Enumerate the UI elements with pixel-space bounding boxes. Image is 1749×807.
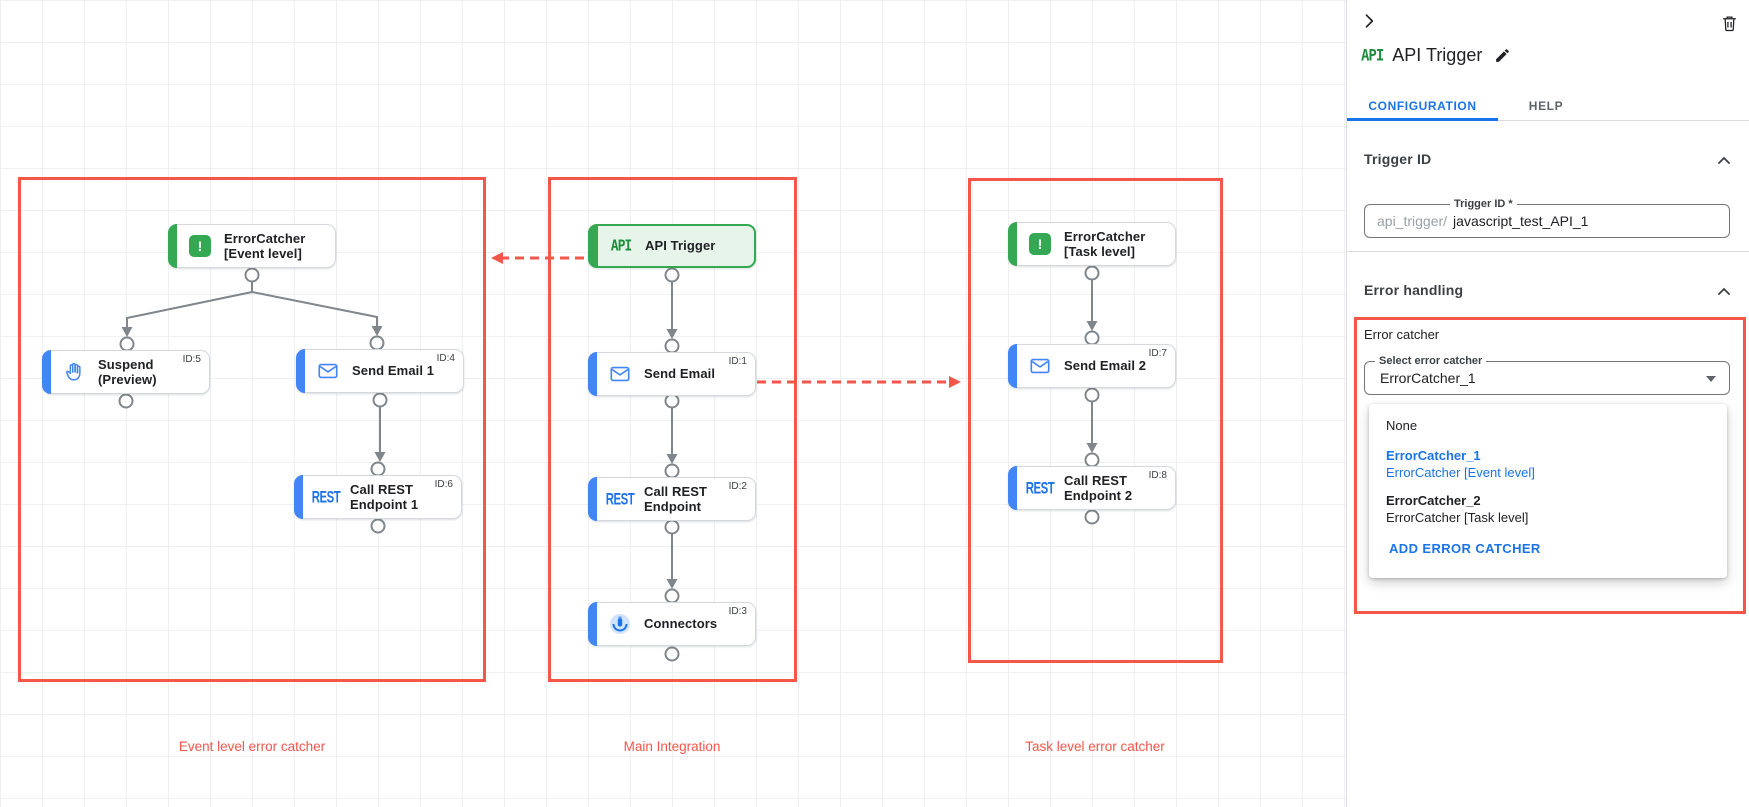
error-catcher-label: Error catcher [1364,327,1440,342]
node-id-badge: ID:4 [436,353,455,364]
node-accent-bar [588,352,597,396]
rest-icon: REST [311,487,341,507]
node-accent-bar [1008,344,1017,388]
task-node-send-email-2[interactable]: Send Email 2 ID:7 [1008,344,1176,388]
node-label: Send Email 1 [352,363,435,379]
connectors-icon [607,612,633,636]
select-error-catcher-label: Select error catcher [1375,355,1487,367]
node-accent-bar [1008,222,1017,266]
node-accent-bar [589,225,598,267]
node-accent-bar [42,350,51,394]
trigger-id-prefix: api_trigger/ [1377,213,1448,229]
tab-help[interactable]: HELP [1528,99,1564,113]
panel-header: API API Trigger [1361,45,1511,66]
collapse-panel-icon[interactable] [1359,11,1379,36]
node-label: ErrorCatcher[Task level] [1064,228,1146,259]
error-catcher-icon: ! [187,235,213,257]
node-accent-bar [588,602,597,646]
workflow-canvas[interactable]: ! ErrorCatcher[Event level] Suspend(Prev… [0,0,1346,807]
node-accent-bar [1008,466,1017,510]
selected-error-catcher: ErrorCatcher_1 [1380,370,1476,386]
dropdown-caret-icon [1706,376,1716,382]
section-divider [1347,251,1749,252]
node-label: Send Email 2 [1064,358,1147,374]
api-icon: API [610,237,633,255]
trigger-id-input[interactable]: Trigger ID * api_trigger/ javascript_tes… [1364,198,1730,238]
node-id-badge: ID:6 [434,479,453,490]
node-label: ErrorCatcher[Event level] [224,230,306,261]
hand-icon [61,361,87,383]
menu-item-none[interactable]: None [1386,418,1418,433]
task-level-group-annotation [968,178,1223,663]
node-label: Send Email [644,366,716,382]
page-title: API Trigger [1392,45,1483,65]
node-id-badge: ID:8 [1148,470,1167,481]
section-title-trigger-id: Trigger ID [1364,151,1432,167]
chevron-up-icon[interactable] [1717,283,1731,301]
error-catcher-annotation-box [1354,317,1746,614]
mail-icon [315,360,341,382]
node-id-badge: ID:1 [728,356,747,367]
rest-icon: REST [1025,478,1055,498]
trigger-id-field-label: Trigger ID * [1450,198,1517,210]
node-label: Connectors [644,616,718,632]
node-id-badge: ID:2 [728,481,747,492]
node-accent-bar [296,349,305,393]
mail-icon [1027,355,1053,377]
main-integration-group-annotation [548,177,797,682]
section-title-error-handling: Error handling [1364,282,1464,298]
node-id-badge: ID:7 [1148,348,1167,359]
task-node-api-trigger[interactable]: API API Trigger [588,224,756,268]
node-id-badge: ID:3 [728,606,747,617]
add-error-catcher-button[interactable]: ADD ERROR CATCHER [1389,541,1541,556]
config-panel: API API Trigger CONFIGURATION HELP Trigg… [1346,0,1749,807]
node-label: API Trigger [645,238,716,254]
menu-item-errorcatcher-2[interactable]: ErrorCatcher_2 ErrorCatcher [Task level] [1386,493,1529,525]
node-id-badge: ID:5 [182,354,201,365]
node-accent-bar [588,477,597,521]
task-node-send-email-1[interactable]: Send Email 1 ID:4 [296,349,464,393]
node-label: Suspend(Preview) [98,356,157,387]
task-node-send-email[interactable]: Send Email ID:1 [588,352,756,396]
group-label-task-level: Task level error catcher [1025,739,1165,754]
select-error-catcher-dropdown[interactable]: Select error catcher ErrorCatcher_1 [1364,355,1730,395]
task-node-errorcatcher-event[interactable]: ! ErrorCatcher[Event level] [168,224,336,268]
workflow-edges [118,252,1100,662]
task-node-connectors[interactable]: Connectors ID:3 [588,602,756,646]
menu-item-errorcatcher-1[interactable]: ErrorCatcher_1 ErrorCatcher [Event level… [1386,448,1535,480]
group-label-event-level: Event level error catcher [178,739,326,754]
error-catcher-menu: None ErrorCatcher_1 ErrorCatcher [Event … [1369,404,1727,578]
error-catcher-icon: ! [1027,233,1053,255]
rest-icon: REST [605,489,635,509]
tab-configuration[interactable]: CONFIGURATION [1347,92,1498,121]
panel-tabs: CONFIGURATION HELP [1347,92,1749,121]
task-node-errorcatcher-task[interactable]: ! ErrorCatcher[Task level] [1008,222,1176,266]
trigger-id-value: javascript_test_API_1 [1453,213,1589,229]
group-label-main-integration: Main Integration [623,739,721,754]
mail-icon [607,363,633,385]
chevron-up-icon[interactable] [1717,152,1731,170]
event-level-group-annotation [18,177,486,682]
api-trigger-icon: API [1361,46,1384,65]
delete-trigger-icon[interactable] [1720,14,1739,38]
error-routing-dashed-arrows [503,256,949,384]
node-accent-bar [168,224,177,268]
node-accent-bar [294,475,303,519]
edit-title-icon[interactable] [1494,47,1511,64]
task-node-suspend[interactable]: Suspend(Preview) ID:5 [42,350,210,394]
